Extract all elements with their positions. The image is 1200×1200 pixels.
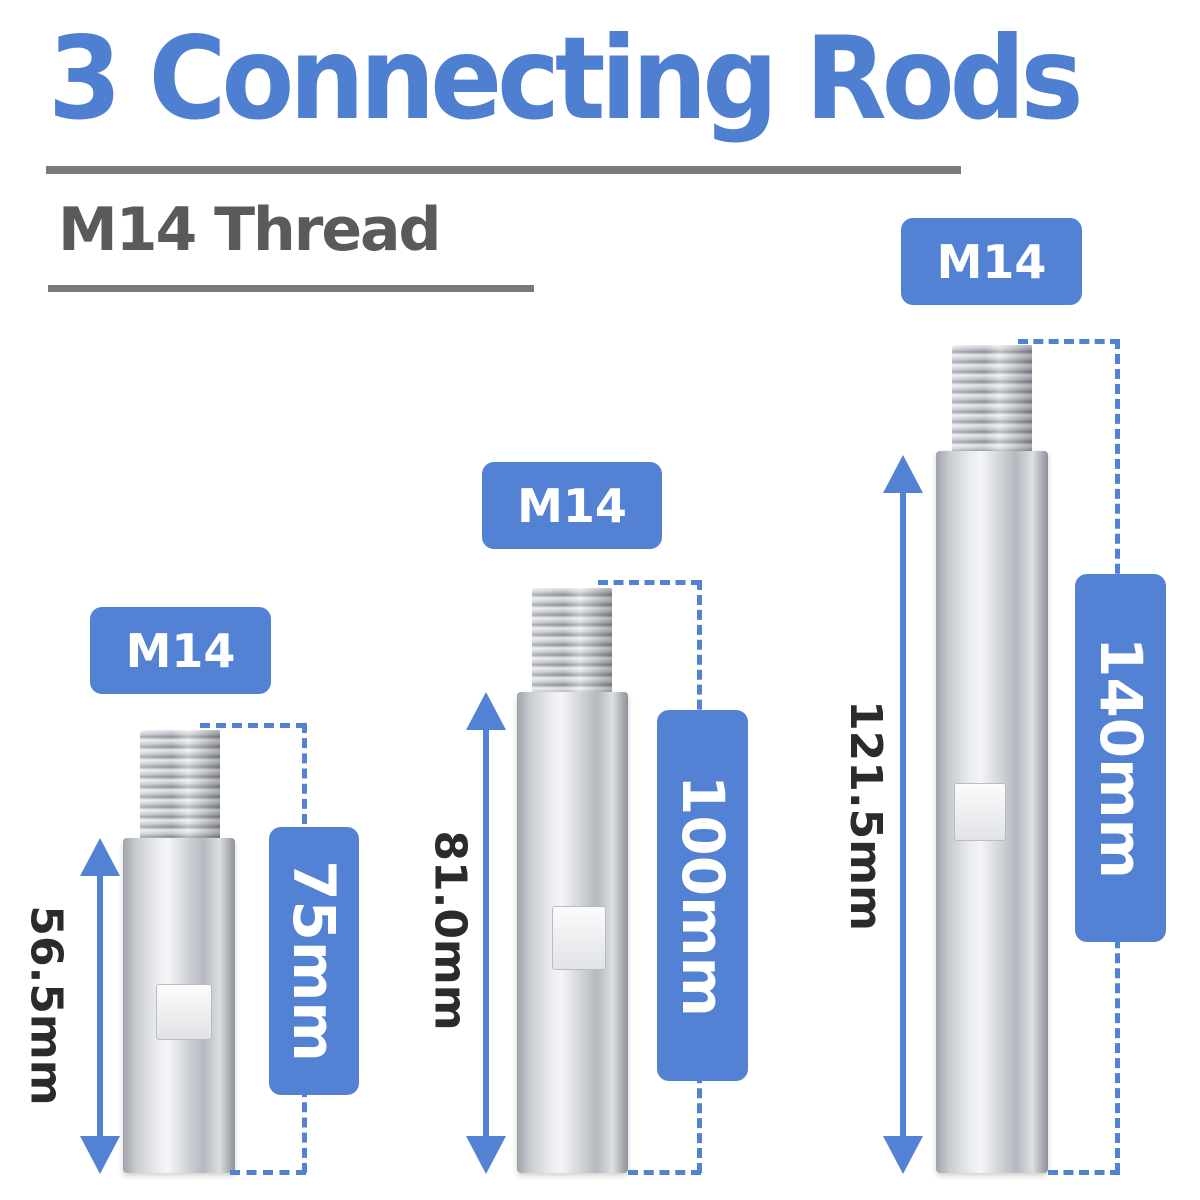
rod-2-wrench-flat <box>552 906 606 970</box>
body-length-label-rod-3: 121.5mm <box>839 699 891 931</box>
total-length-top-guide-rod-2 <box>598 580 701 585</box>
total-length-bottom-guide-rod-3 <box>1048 1170 1120 1175</box>
body-length-label-rod-1: 56.5mm <box>20 904 72 1106</box>
total-length-badge-rod-3: 140mm <box>1075 574 1166 942</box>
body-length-arrow-rod-1 <box>80 838 120 1174</box>
body-length-arrow-rod-3 <box>883 455 923 1174</box>
body-length-label-rod-2: 81.0mm <box>424 829 476 1031</box>
rod-3-thread <box>952 345 1032 455</box>
total-length-badge-rod-1: 75mm <box>269 827 359 1095</box>
thread-badge-rod-1: M14 <box>90 607 271 694</box>
thread-badge-rod-3: M14 <box>901 218 1082 305</box>
rod-3-wrench-flat <box>954 783 1006 841</box>
subtitle-divider <box>48 285 534 292</box>
page-title: 3 Connecting Rods <box>48 12 1084 146</box>
total-length-top-guide-rod-1 <box>200 723 306 728</box>
title-divider <box>46 166 961 174</box>
total-length-top-guide-rod-3 <box>1018 339 1120 344</box>
body-length-arrow-rod-2 <box>466 692 506 1174</box>
thread-badge-rod-2: M14 <box>482 462 662 549</box>
total-length-bottom-guide-rod-1 <box>230 1170 306 1175</box>
rod-2-thread <box>532 588 612 696</box>
rod-1-thread <box>140 730 220 842</box>
total-length-badge-rod-2: 100mm <box>657 710 748 1081</box>
rod-1-wrench-flat <box>156 984 212 1040</box>
total-length-bottom-guide-rod-2 <box>628 1170 701 1175</box>
thread-subtitle: M14 Thread <box>58 195 441 265</box>
